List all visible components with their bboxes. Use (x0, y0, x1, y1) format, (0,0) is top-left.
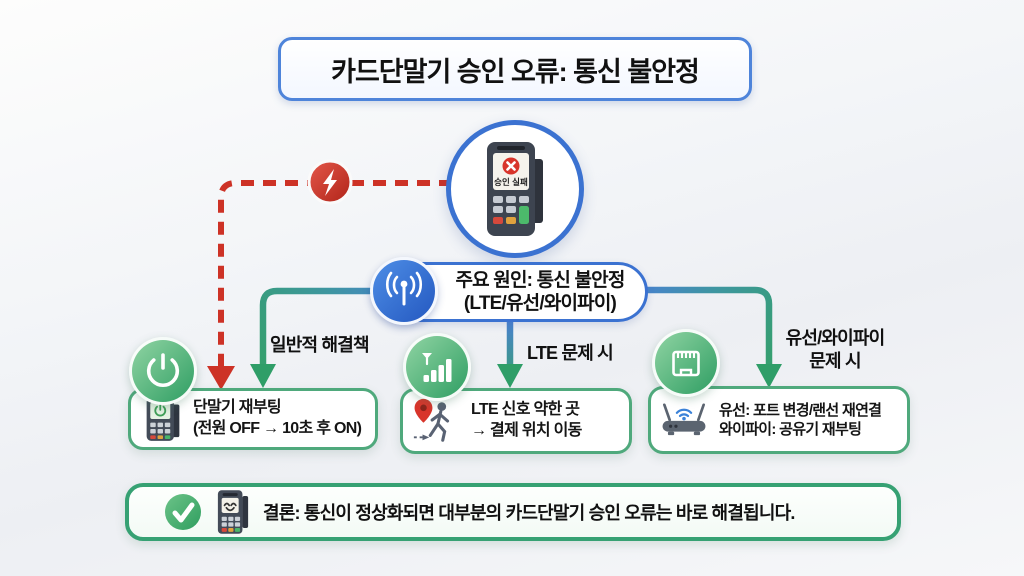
terminal-power-icon (146, 397, 180, 441)
solution-box-wired: 유선: 포트 변경/랜선 재연결 와이파이: 공유기 재부팅 (648, 386, 910, 454)
solution-wired-text: 유선: 포트 변경/랜선 재연결 와이파이: 공유기 재부팅 (719, 401, 882, 439)
branch-connector-middle (497, 316, 523, 388)
label-wired-wifi-problem: 유선/와이파이 문제 시 (785, 328, 886, 371)
title-box: 카드단말기 승인 오류: 통신 불안정 (278, 37, 752, 101)
solution-box-lte: LTE 신호 약한 곳 → 결제 위치 이동 (400, 388, 632, 454)
conclusion-text: 결론: 통신이 정상화되면 대부분의 카드단말기 승인 오류는 바로 해결됩니다… (263, 503, 795, 523)
error-x-icon (502, 157, 520, 175)
power-icon (129, 337, 197, 405)
conclusion-box: 결론: 통신이 정상화되면 대부분의 카드단말기 승인 오류는 바로 해결됩니다… (125, 483, 901, 541)
ethernet-port-icon (652, 329, 720, 397)
signal-bars-icon (403, 333, 471, 401)
check-icon (165, 494, 201, 530)
terminal-error-node: 승인 실패 (446, 120, 584, 258)
lightning-icon (307, 159, 353, 205)
wifi-router-icon (662, 403, 706, 436)
terminal-smile-icon (217, 490, 249, 534)
solution-reboot-text: 단말기 재부팅 (전원 OFF → 10초 후 ON) (193, 399, 362, 437)
label-general-solution: 일반적 해결책 (270, 335, 370, 355)
terminal-screen-text: 승인 실패 (494, 177, 528, 187)
network-signal-icon (370, 257, 438, 325)
location-walk-icon (413, 398, 450, 442)
page-title: 카드단말기 승인 오류: 통신 불안정 (331, 56, 700, 87)
solution-lte-text: LTE 신호 약한 곳 → 결제 위치 이동 (471, 401, 582, 439)
cause-line1: 주요 원인: 통신 불안정 (455, 269, 625, 291)
card-terminal-icon: 승인 실패 (487, 142, 543, 236)
cause-line2: (LTE/유선/와이파이) (463, 293, 617, 314)
label-lte-problem: LTE 문제 시 (527, 343, 614, 363)
